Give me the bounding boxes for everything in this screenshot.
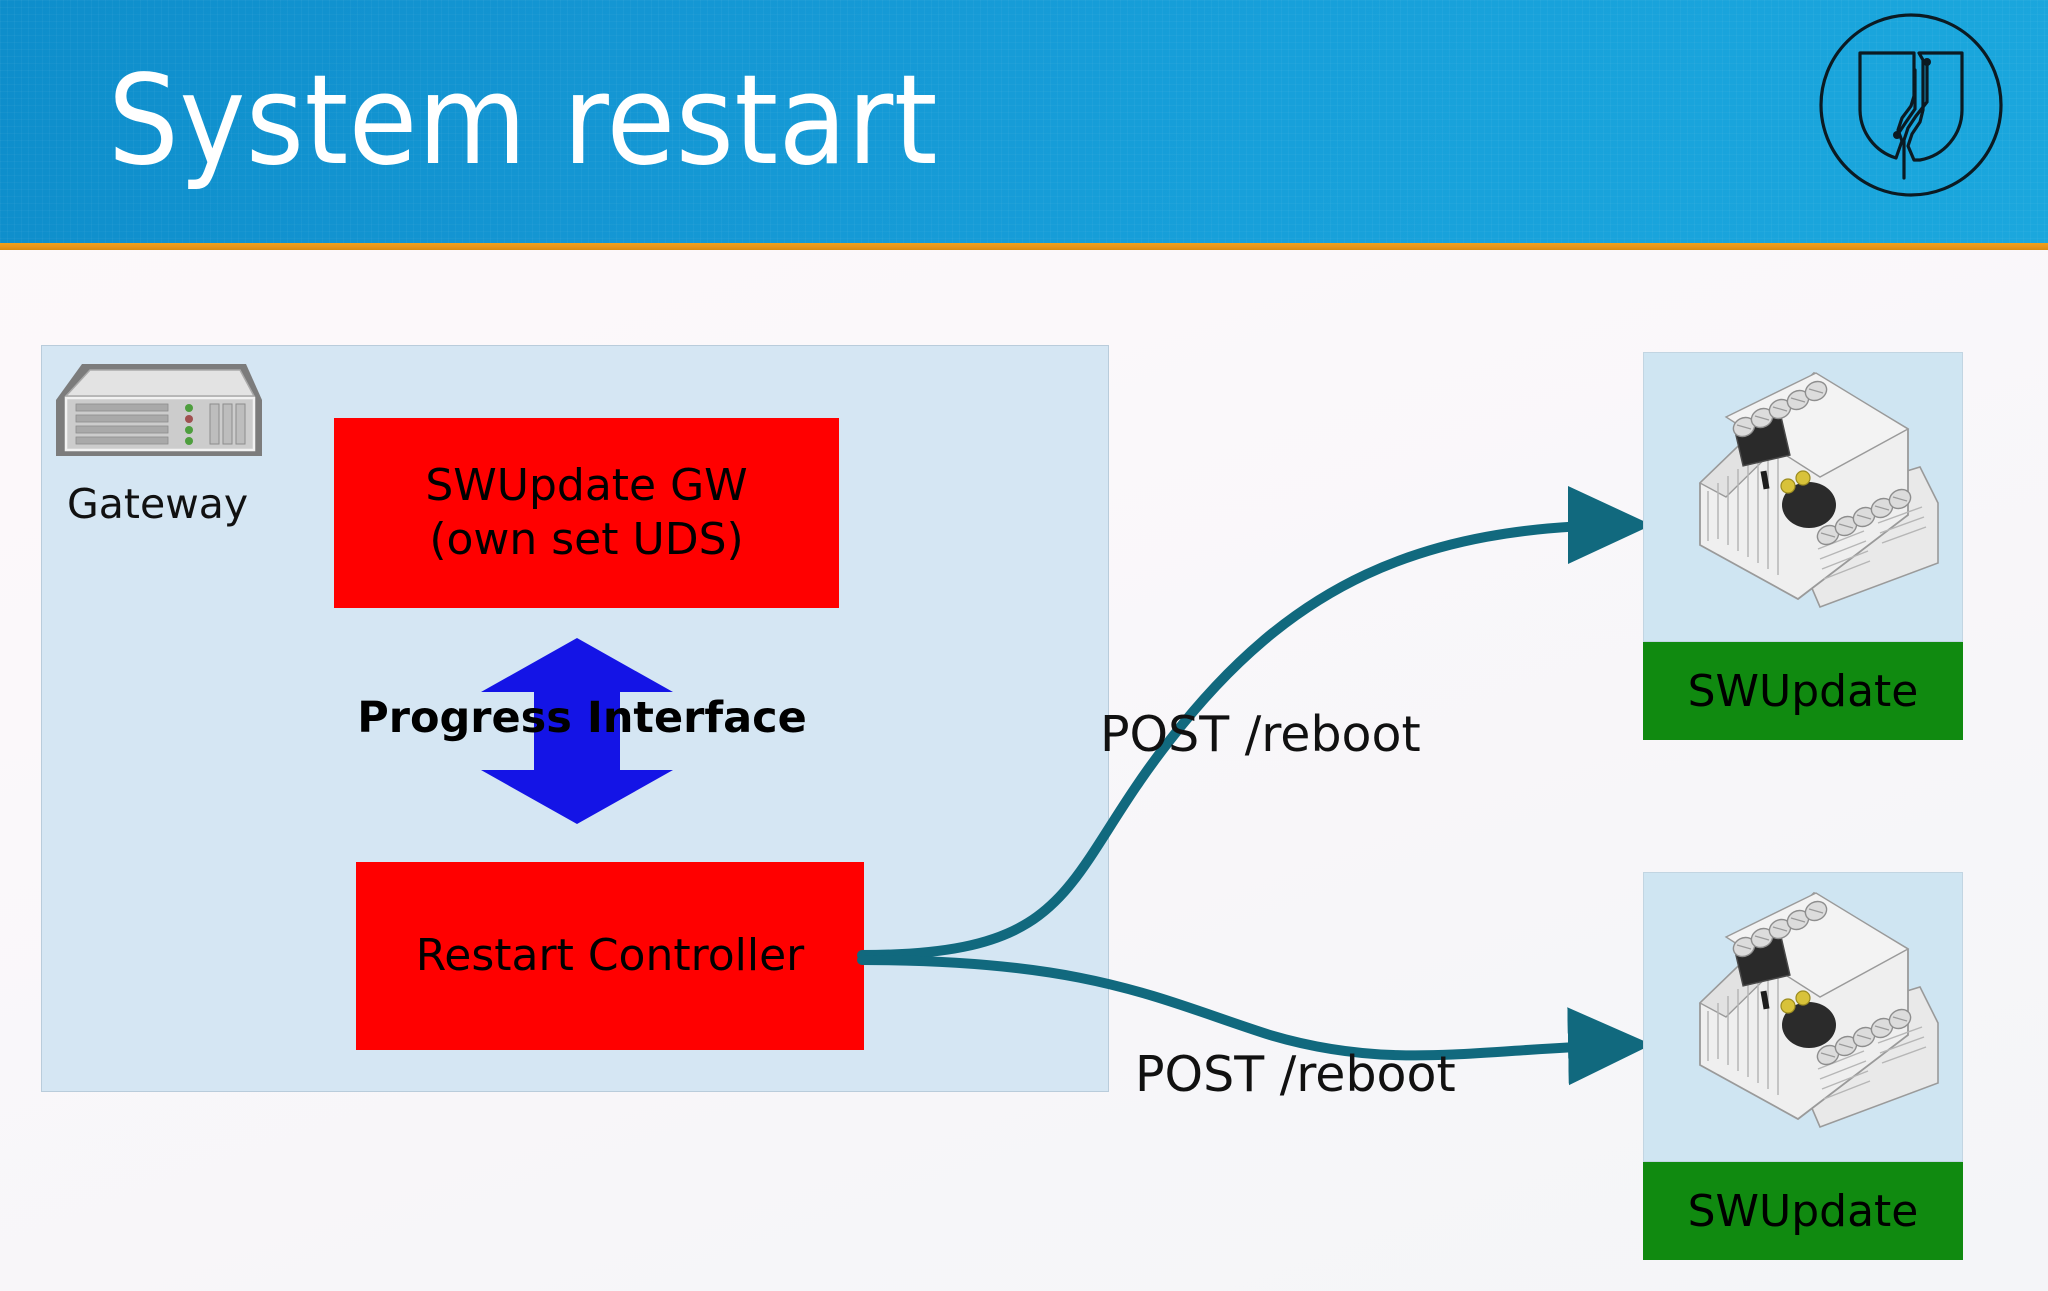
header-accent-rule bbox=[0, 243, 2048, 250]
server-rack-icon bbox=[50, 356, 268, 466]
plc-controller-icon bbox=[1643, 872, 1963, 1162]
double-headed-vertical-arrow-icon bbox=[477, 636, 677, 826]
block-swupdate-gw[interactable]: SWUpdate GW (own set UDS) bbox=[334, 418, 839, 608]
block-swupdate-gw-line2: (own set UDS) bbox=[429, 514, 744, 565]
connector-label-reboot-top: POST /reboot bbox=[1100, 706, 1421, 763]
device-banner-top: SWUpdate bbox=[1643, 642, 1963, 740]
gateway-panel: Gateway SWUpdate GW (own set UDS) Progre… bbox=[41, 345, 1109, 1092]
gateway-label: Gateway bbox=[67, 480, 249, 528]
denx-circle-shield-logo bbox=[1816, 10, 2006, 200]
device-card-bottom[interactable]: SWUpdate bbox=[1643, 872, 1963, 1260]
progress-interface-label: Progress Interface bbox=[357, 693, 807, 743]
device-banner-bottom: SWUpdate bbox=[1643, 1162, 1963, 1260]
block-restart-controller[interactable]: Restart Controller bbox=[356, 862, 864, 1050]
connector-label-reboot-bottom: POST /reboot bbox=[1135, 1046, 1456, 1103]
block-swupdate-gw-line1: SWUpdate GW bbox=[425, 459, 748, 511]
block-restart-controller-line1: Restart Controller bbox=[415, 929, 805, 981]
plc-controller-icon bbox=[1643, 352, 1963, 642]
page-title: System restart bbox=[108, 49, 938, 193]
device-card-top[interactable]: SWUpdate bbox=[1643, 352, 1963, 740]
